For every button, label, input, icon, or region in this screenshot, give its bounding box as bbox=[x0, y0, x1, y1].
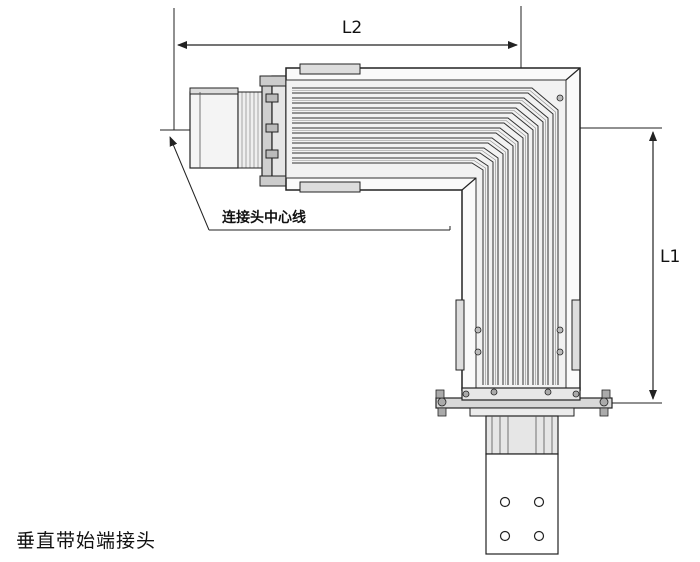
vertical-side-panel-left bbox=[455, 299, 465, 371]
bottom-flange bbox=[435, 387, 613, 417]
dimension-label-l1: L1 bbox=[660, 247, 680, 267]
busbar-conductors bbox=[292, 87, 559, 385]
housing-bolts bbox=[474, 94, 564, 356]
terminal-plate bbox=[485, 415, 559, 555]
dimension-label-l2: L2 bbox=[342, 18, 362, 38]
center-line-label: 连接头中心线 bbox=[222, 209, 306, 226]
busbar-conductors-shading bbox=[292, 90, 556, 385]
diagram-caption: 垂直带始端接头 bbox=[16, 530, 157, 552]
center-line-leader bbox=[160, 129, 451, 231]
vertical-side-panel-right bbox=[571, 299, 581, 371]
left-connector bbox=[189, 75, 291, 187]
